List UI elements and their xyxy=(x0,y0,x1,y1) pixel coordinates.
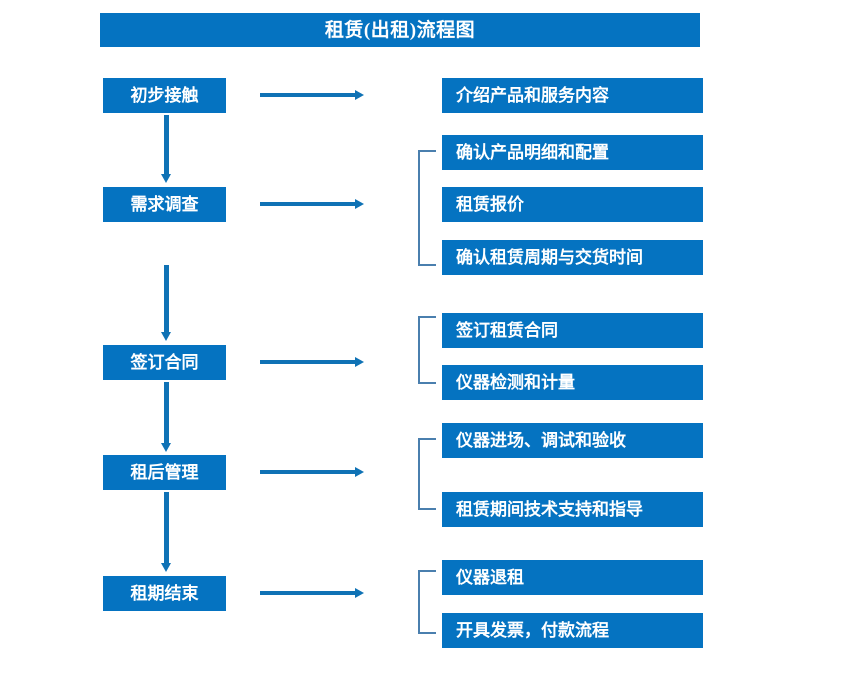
page-title: 租赁(出租)流程图 xyxy=(324,19,476,41)
stage-box-4[interactable]: 租后管理 xyxy=(103,455,226,490)
detail-label: 仪器退租 xyxy=(456,568,524,587)
detail-label: 租赁报价 xyxy=(456,195,524,214)
group-bracket-requirements xyxy=(418,150,436,266)
detail-box-5[interactable]: 签订租赁合同 xyxy=(442,313,703,348)
detail-label: 开具发票，付款流程 xyxy=(456,621,609,640)
stage-label: 租后管理 xyxy=(130,463,199,482)
stage-box-2[interactable]: 需求调查 xyxy=(103,187,226,222)
detail-label: 租赁期间技术支持和指导 xyxy=(456,500,643,519)
right-arrow-stage-4 xyxy=(260,467,364,477)
stage-label: 初步接触 xyxy=(130,86,199,105)
stage-label: 签订合同 xyxy=(130,353,199,372)
group-bracket-post-rental xyxy=(418,438,436,510)
down-arrow-4-to-5 xyxy=(161,492,171,572)
down-arrow-3-to-4 xyxy=(161,382,171,452)
group-bracket-contract xyxy=(418,316,436,384)
detail-label: 仪器检测和计量 xyxy=(456,373,575,392)
right-arrow-stage-5 xyxy=(260,588,364,598)
stage-box-5[interactable]: 租期结束 xyxy=(103,576,226,611)
stage-label: 租期结束 xyxy=(130,584,199,603)
detail-box-6[interactable]: 仪器检测和计量 xyxy=(442,365,703,400)
detail-box-9[interactable]: 仪器退租 xyxy=(442,560,703,595)
detail-label: 确认产品明细和配置 xyxy=(456,143,609,162)
group-bracket-end-of-term xyxy=(418,570,436,634)
detail-box-3[interactable]: 租赁报价 xyxy=(442,187,703,222)
detail-label: 仪器进场、调试和验收 xyxy=(456,431,626,450)
right-arrow-stage-3 xyxy=(260,357,364,367)
detail-box-8[interactable]: 租赁期间技术支持和指导 xyxy=(442,492,703,527)
detail-box-2[interactable]: 确认产品明细和配置 xyxy=(442,135,703,170)
detail-box-1[interactable]: 介绍产品和服务内容 xyxy=(442,78,703,113)
detail-box-7[interactable]: 仪器进场、调试和验收 xyxy=(442,423,703,458)
detail-label: 确认租赁周期与交货时间 xyxy=(456,248,643,267)
diagram-title-bar: 租赁(出租)流程图 xyxy=(100,13,700,47)
down-arrow-2-to-3 xyxy=(161,265,171,341)
detail-box-10[interactable]: 开具发票，付款流程 xyxy=(442,613,703,648)
stage-box-3[interactable]: 签订合同 xyxy=(103,345,226,380)
detail-box-4[interactable]: 确认租赁周期与交货时间 xyxy=(442,240,703,275)
down-arrow-1-to-2 xyxy=(161,115,171,183)
right-arrow-stage-1 xyxy=(260,90,364,100)
detail-label: 介绍产品和服务内容 xyxy=(456,86,609,105)
stage-label: 需求调查 xyxy=(130,195,199,214)
stage-box-1[interactable]: 初步接触 xyxy=(103,78,226,113)
detail-label: 签订租赁合同 xyxy=(456,321,558,340)
right-arrow-stage-2 xyxy=(260,199,364,209)
